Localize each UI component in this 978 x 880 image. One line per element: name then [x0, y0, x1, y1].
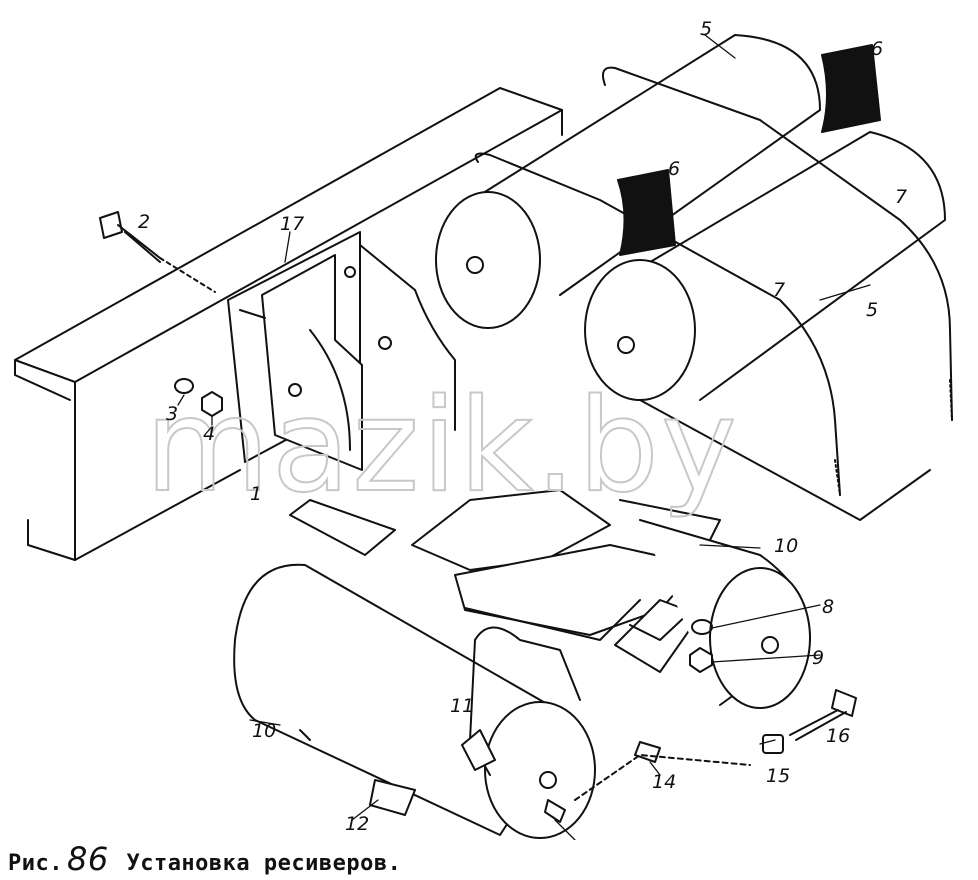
callout-14: 14	[652, 771, 676, 793]
rubber-pad-rear	[821, 44, 881, 133]
receiver-foot	[369, 779, 416, 816]
figure-number: 86	[66, 840, 109, 878]
callout-4: 4	[203, 423, 215, 445]
washer-3	[174, 378, 194, 394]
callout-8: 8	[822, 596, 834, 618]
callout-11: 11	[450, 695, 474, 717]
callout-13: 13	[564, 839, 588, 840]
rubber-pad-front	[617, 169, 676, 256]
receiver-upper-rear	[435, 34, 821, 329]
nut-9	[689, 647, 713, 673]
callout-17: 17	[280, 213, 304, 235]
callout-1: 1	[250, 483, 262, 505]
callout-3: 3	[166, 403, 178, 425]
pin-13	[544, 799, 566, 823]
figure-title: Установка ресиверов.	[126, 851, 402, 876]
callout-5a: 5	[700, 18, 712, 40]
callout-15: 15	[766, 765, 790, 787]
callout-16: 16	[826, 725, 850, 747]
bolt-2	[99, 211, 216, 293]
frame-rail	[14, 87, 563, 561]
callout-2: 2	[138, 211, 150, 233]
callout-12: 12	[345, 813, 369, 835]
clamp-strap-front	[474, 152, 841, 496]
exploded-assembly-drawing: mazik.by 1 2 3 4 5 5 6 6 7 7 8 9 10 10 1…	[14, 18, 953, 840]
receiver-lower-left	[233, 563, 596, 839]
callout-numbers: 1 2 3 4 5 5 6 6 7 7 8 9 10 10 11 12 13 1…	[138, 18, 907, 840]
callout-5b: 5	[866, 299, 878, 321]
strap-clamp	[461, 626, 581, 776]
receiver-upper-front	[584, 131, 946, 521]
callout-6a: 6	[871, 38, 883, 60]
mounting-bracket	[227, 231, 456, 471]
callout-6b: 6	[668, 158, 680, 180]
clamp-strap-rear	[602, 66, 953, 421]
bolt-16	[789, 689, 857, 741]
spacer-15	[762, 734, 784, 754]
nut-4	[201, 391, 223, 417]
callout-9: 9	[812, 647, 824, 669]
callout-10b: 10	[252, 720, 276, 742]
watermark: mazik.by	[145, 372, 739, 521]
caption-prefix: Рис.	[8, 851, 63, 876]
callout-10a: 10	[774, 535, 798, 557]
figure-caption: Рис.86 Установка ресиверов.	[8, 840, 401, 878]
leader-lines	[177, 34, 871, 840]
callout-7b: 7	[773, 279, 785, 301]
washer-8	[691, 619, 713, 635]
callout-7a: 7	[895, 186, 907, 208]
pin-14	[574, 741, 751, 801]
